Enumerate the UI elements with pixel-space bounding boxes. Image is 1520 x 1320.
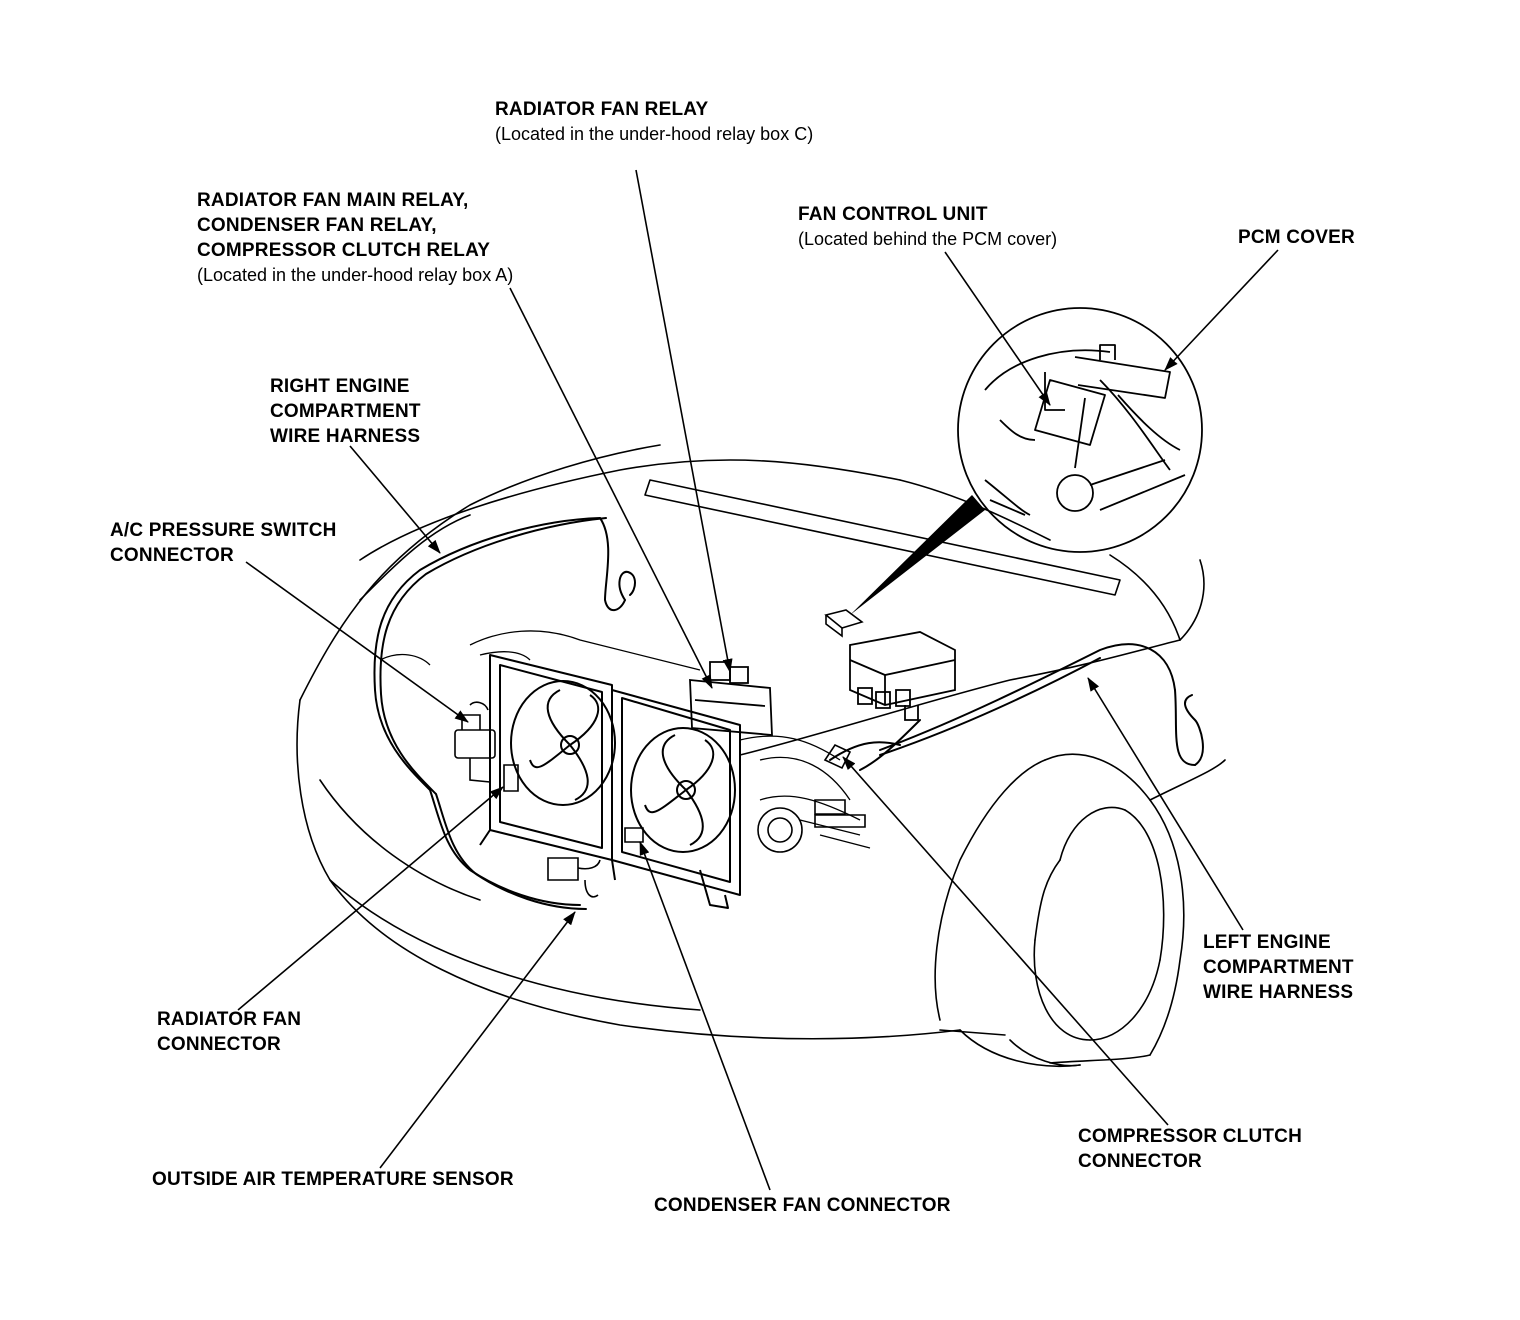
label-condenser-fan-connector-title: CONDENSER FAN CONNECTOR [654,1195,951,1216]
relay-box-c [690,662,772,735]
label-radiator-fan-connector: RADIATOR FAN CONNECTOR [157,1007,301,1057]
label-fan-control-unit-note: (Located behind the PCM cover) [798,229,1058,249]
engine-details [380,631,870,848]
label-right-harness: RIGHT ENGINE COMPARTMENT WIRE HARNESS [270,374,421,449]
label-radiator-fan-relay-note: (Located in the under-hood relay box C) [495,124,814,144]
label-fan-control-unit: FAN CONTROL UNIT (Located behind the PCM… [798,202,1057,252]
label-main-relay-note: (Located in the under-hood relay box A) [197,265,514,285]
label-ac-pressure-switch-line-2: CONNECTOR [110,545,234,566]
leader-lines [238,170,1278,1190]
label-main-relay-line-2: CONDENSER FAN RELAY, [197,215,437,236]
label-pcm-cover-title: PCM COVER [1238,227,1355,248]
inset-pointer [850,495,985,615]
label-radiator-fan-connector-line-1: RADIATOR FAN [157,1009,302,1030]
connectors [455,702,865,897]
label-outside-air-sensor-title: OUTSIDE AIR TEMPERATURE SENSOR [152,1169,514,1190]
fan-control-unit-box [826,610,862,636]
label-radiator-fan-relay-title: RADIATOR FAN RELAY [495,99,709,120]
relay-box-a [850,632,955,720]
label-main-relay-line-3: COMPRESSOR CLUTCH RELAY [197,240,491,261]
radiator-assembly [480,655,740,908]
label-condenser-fan-connector: CONDENSER FAN CONNECTOR [654,1193,951,1218]
label-right-harness-line-3: WIRE HARNESS [270,426,421,447]
label-radiator-fan-relay: RADIATOR FAN RELAY (Located in the under… [495,97,813,147]
label-right-harness-line-2: COMPARTMENT [270,401,421,422]
label-ac-pressure-switch-line-1: A/C PRESSURE SWITCH [110,520,337,541]
label-main-relay-group: RADIATOR FAN MAIN RELAY, CONDENSER FAN R… [197,188,513,288]
car-body-outline [297,445,1225,1066]
wire-harnesses [374,518,1202,909]
label-left-harness: LEFT ENGINE COMPARTMENT WIRE HARNESS [1203,930,1354,1005]
label-main-relay-line-1: RADIATOR FAN MAIN RELAY, [197,190,469,211]
label-compressor-clutch-line-2: CONNECTOR [1078,1151,1202,1172]
label-pcm-cover: PCM COVER [1238,225,1355,250]
inset-detail [958,308,1202,552]
label-left-harness-line-3: WIRE HARNESS [1203,982,1354,1003]
label-compressor-clutch-line-1: COMPRESSOR CLUTCH [1078,1126,1303,1147]
label-compressor-clutch-connector: COMPRESSOR CLUTCH CONNECTOR [1078,1124,1302,1174]
label-radiator-fan-connector-line-2: CONNECTOR [157,1034,281,1055]
label-left-harness-line-1: LEFT ENGINE [1203,932,1331,953]
label-right-harness-line-1: RIGHT ENGINE [270,376,410,397]
label-fan-control-unit-title: FAN CONTROL UNIT [798,204,988,225]
label-left-harness-line-2: COMPARTMENT [1203,957,1354,978]
label-ac-pressure-switch: A/C PRESSURE SWITCH CONNECTOR [110,518,337,568]
label-outside-air-sensor: OUTSIDE AIR TEMPERATURE SENSOR [152,1167,514,1192]
